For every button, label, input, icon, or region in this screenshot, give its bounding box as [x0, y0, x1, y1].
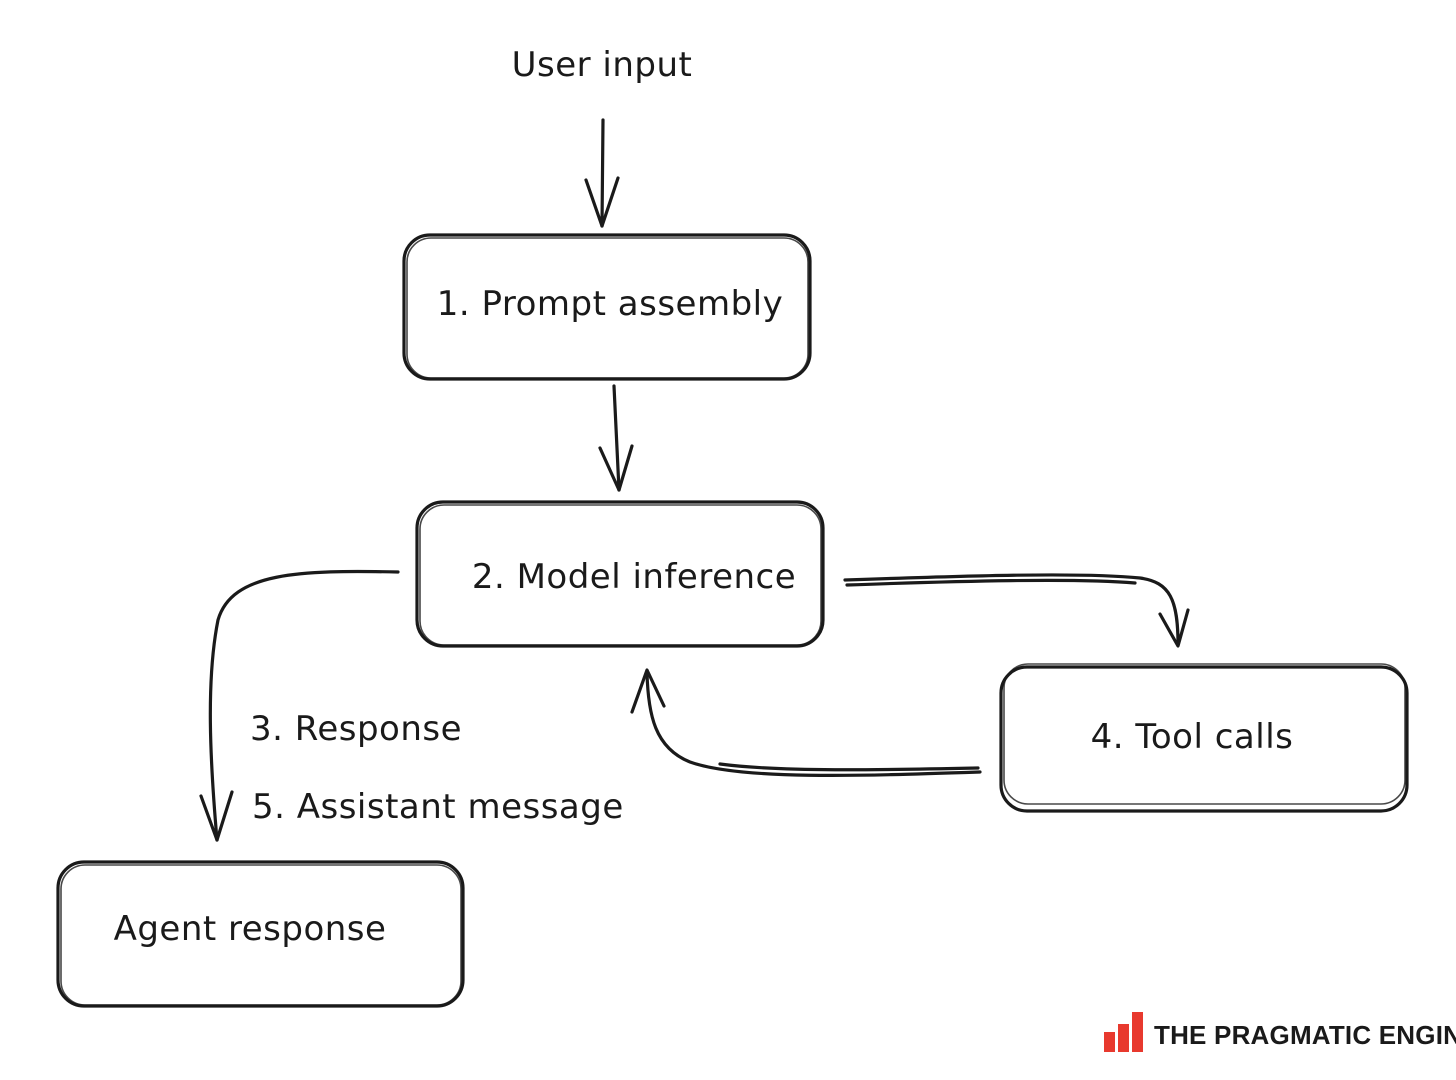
- agent-response-label: Agent response: [114, 909, 387, 949]
- brand-bar-2: [1118, 1024, 1129, 1052]
- arrow-model-to-tools: [843, 573, 1190, 648]
- model-inference-label: 2. Model inference: [472, 557, 796, 597]
- brand-bar-3: [1132, 1012, 1143, 1052]
- tool-calls-node: 4. Tool calls: [999, 663, 1409, 813]
- prompt-assembly-label: 1. Prompt assembly: [437, 284, 783, 324]
- arrow-tools-to-model: [630, 668, 982, 778]
- brand-bar-1: [1104, 1032, 1115, 1052]
- arrow-prompt-to-model: [598, 384, 634, 492]
- model-inference-node: 2. Model inference: [415, 500, 825, 648]
- prompt-assembly-node: 1. Prompt assembly: [402, 233, 812, 381]
- arrow-input-to-prompt: [584, 118, 620, 228]
- agent-response-node: Agent response: [56, 860, 465, 1008]
- arrow-model-to-agent-response: [199, 569, 400, 842]
- response-edge-label: 3. Response: [250, 709, 462, 749]
- tool-calls-label: 4. Tool calls: [1091, 717, 1294, 757]
- user-input-label: User input: [512, 45, 693, 85]
- assistant-message-edge-label: 5. Assistant message: [252, 787, 624, 827]
- brand-logo: THE PRAGMATIC ENGINEER: [1104, 1012, 1456, 1052]
- brand-name: THE PRAGMATIC ENGINEER: [1154, 1020, 1456, 1050]
- brand-bars-icon: [1104, 1012, 1143, 1052]
